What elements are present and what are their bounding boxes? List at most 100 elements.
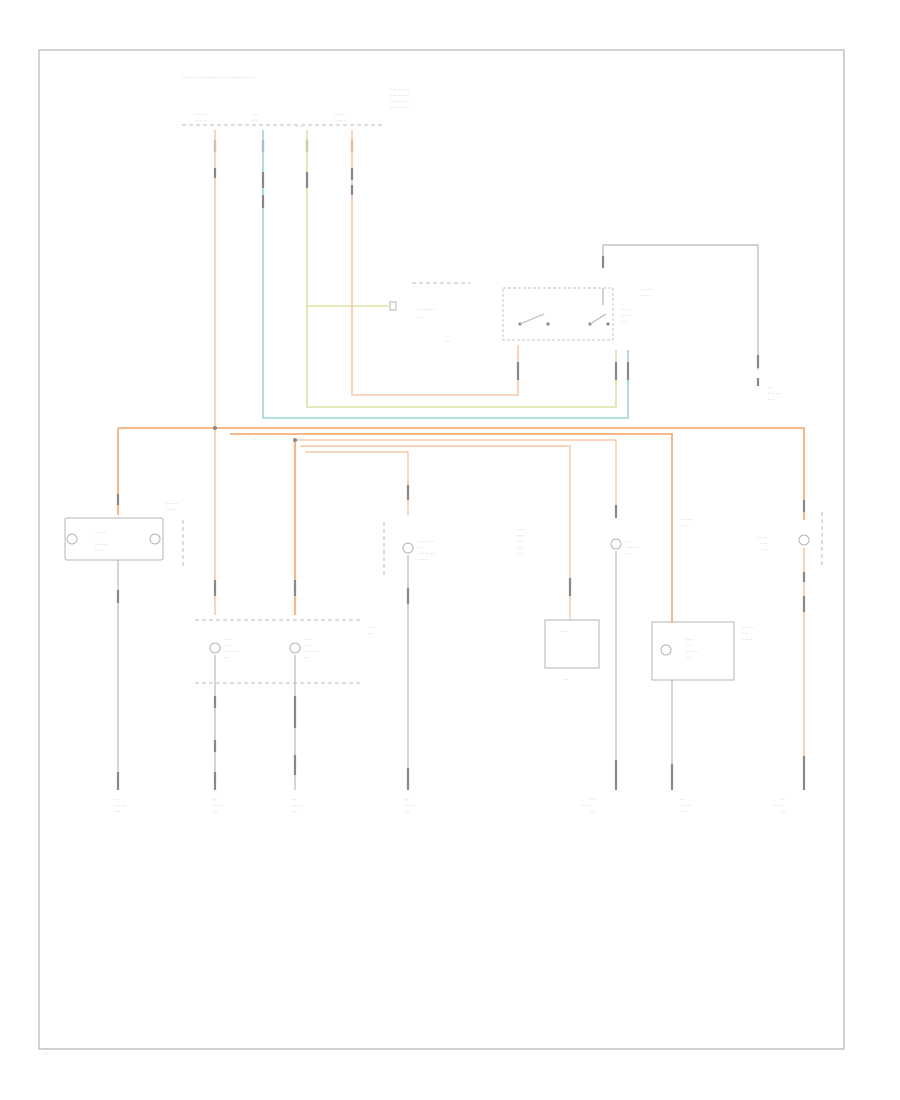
svg-text:..........: .......... [640, 286, 653, 291]
svg-text:..........: .......... [166, 500, 179, 505]
right-lamp-box [651, 621, 735, 681]
svg-text:....: .... [626, 538, 631, 543]
svg-text:......: ...... [686, 636, 694, 641]
illum-lamp-side-label: ...... .... [368, 624, 376, 635]
svg-text:.....: ..... [212, 808, 218, 813]
module-sub-label: ..... [444, 338, 450, 343]
svg-text:.....: ..... [590, 808, 596, 813]
ground-label-3: .... ......... ..... [291, 796, 302, 813]
wire-yellow-green-lamp-feed [306, 130, 617, 408]
svg-text:.......: ....... [640, 292, 649, 297]
svg-text:......: ...... [516, 538, 524, 543]
lamp-pair-bulb-2 [289, 642, 301, 654]
svg-text:.....: ..... [780, 808, 786, 813]
page-ref: ... [44, 1050, 48, 1055]
right-lamp-bulb [798, 534, 810, 546]
svg-text:..........: .......... [742, 624, 755, 629]
svg-text:...............: ............... [390, 98, 409, 103]
svg-text:...........: ........... [194, 111, 208, 116]
svg-text:.....: ..... [114, 808, 120, 813]
wire-cyan-radio-feed [262, 130, 629, 419]
svg-text:.........: ......... [334, 111, 345, 116]
ground-label-4: .... ......... ..... [404, 796, 415, 813]
splice-label: ... [254, 436, 258, 441]
fuse-label-illumination: ........... ......... [194, 111, 208, 122]
svg-text:........: ........ [418, 556, 428, 561]
svg-text:......: ...... [416, 314, 424, 319]
svg-text:....: .... [680, 796, 685, 801]
left-cluster-lamp-label: ......... ... .......... ....... [95, 529, 108, 552]
svg-text:.....: ..... [680, 808, 686, 813]
svg-text:....: .... [590, 796, 595, 801]
ground-label-7: .... ......... ..... [772, 796, 786, 813]
center-box [544, 619, 600, 669]
svg-text:........: ........ [620, 312, 630, 317]
svg-text:......: ...... [224, 636, 232, 641]
svg-text:...............: ............... [416, 306, 435, 311]
svg-text:.........: ......... [95, 529, 106, 534]
svg-text:....: .... [686, 642, 691, 647]
illum-lamp-label: ............. .... .............. ......… [418, 538, 436, 561]
diagram-frame [38, 49, 845, 1050]
svg-text:....: .... [224, 654, 229, 659]
wire-orange-main-bus [118, 427, 805, 520]
svg-text:.....: ..... [742, 630, 748, 635]
svg-text:...........: ........... [680, 516, 694, 521]
svg-text:......: ...... [304, 636, 312, 641]
svg-text:......: ...... [224, 642, 232, 647]
svg-text:....: .... [418, 544, 423, 549]
svg-text:.........: ......... [680, 802, 691, 807]
svg-text:.....: ..... [768, 396, 774, 401]
header-label: ........................................… [182, 74, 256, 79]
headlamp-switch-label: .......... ....... [640, 286, 653, 297]
svg-text:........: ........ [166, 506, 176, 511]
splice-dot-center [293, 438, 297, 442]
svg-text:.........: ......... [291, 802, 302, 807]
wire-orange-interior-feed [351, 130, 519, 396]
fuse-label-radio: ..... ..... [252, 111, 258, 122]
mid-right-lamp-label: .... .......... .... [626, 538, 639, 555]
svg-text:..........: .......... [686, 648, 699, 653]
module-label: ............... ...... [416, 306, 435, 319]
wire-orange-bus-4 [300, 445, 571, 620]
svg-text:...............: ............... [390, 86, 409, 91]
svg-text:.....: ..... [291, 808, 297, 813]
right-box-side-label: .......... ..... ........ [742, 624, 755, 641]
svg-text:..........: .......... [768, 390, 781, 395]
svg-text:....: .... [304, 654, 309, 659]
svg-text:.....: ..... [252, 117, 258, 122]
headlamp-switch-contacts [518, 288, 610, 326]
center-box-sub-label: ..... [562, 676, 568, 681]
motor-label: ...... ....... ...... ...... ...... [516, 526, 525, 555]
svg-text:...: ... [95, 535, 99, 540]
wire-gray-switch-ground [602, 244, 759, 370]
svg-text:......: ...... [516, 550, 524, 555]
svg-text:......: ...... [516, 544, 524, 549]
top-ground-label: .... .......... ..... [768, 384, 781, 401]
svg-text:.....: ..... [404, 808, 410, 813]
svg-text:......: ...... [368, 624, 376, 629]
dimmer-label: ........ ........ ...... [620, 306, 630, 323]
svg-text:......: ...... [516, 526, 524, 531]
svg-text:............: ............ [304, 648, 319, 653]
left-cluster-side-label: .......... ........ [166, 500, 179, 511]
lamp-pair-label-2: ...... ...... ............ .... [304, 636, 319, 659]
svg-text:.............: ............. [418, 538, 435, 543]
left-cluster-bulb-2 [149, 533, 161, 545]
illum-lamp-bulb [402, 542, 414, 554]
svg-text:......: ...... [304, 642, 312, 647]
left-cluster-bulb-1 [66, 533, 78, 545]
svg-text:...............: ............... [390, 104, 409, 109]
left-cluster-lamp-box [64, 517, 164, 561]
center-box-label: ...... [560, 628, 568, 633]
svg-text:..............: .............. [418, 550, 436, 555]
svg-text:.....: ..... [252, 111, 258, 116]
svg-text:....: .... [768, 384, 773, 389]
svg-text:.........: ......... [580, 802, 591, 807]
instrument-cluster-label: ........... ....... [680, 516, 694, 527]
lamp-pair-connector-marks [213, 580, 297, 790]
wire-orange-bus-5 [305, 451, 409, 515]
svg-text:....: .... [368, 630, 373, 635]
right-box-label: ...... .... .......... .... [686, 636, 699, 659]
svg-text:.....: ..... [762, 546, 768, 551]
